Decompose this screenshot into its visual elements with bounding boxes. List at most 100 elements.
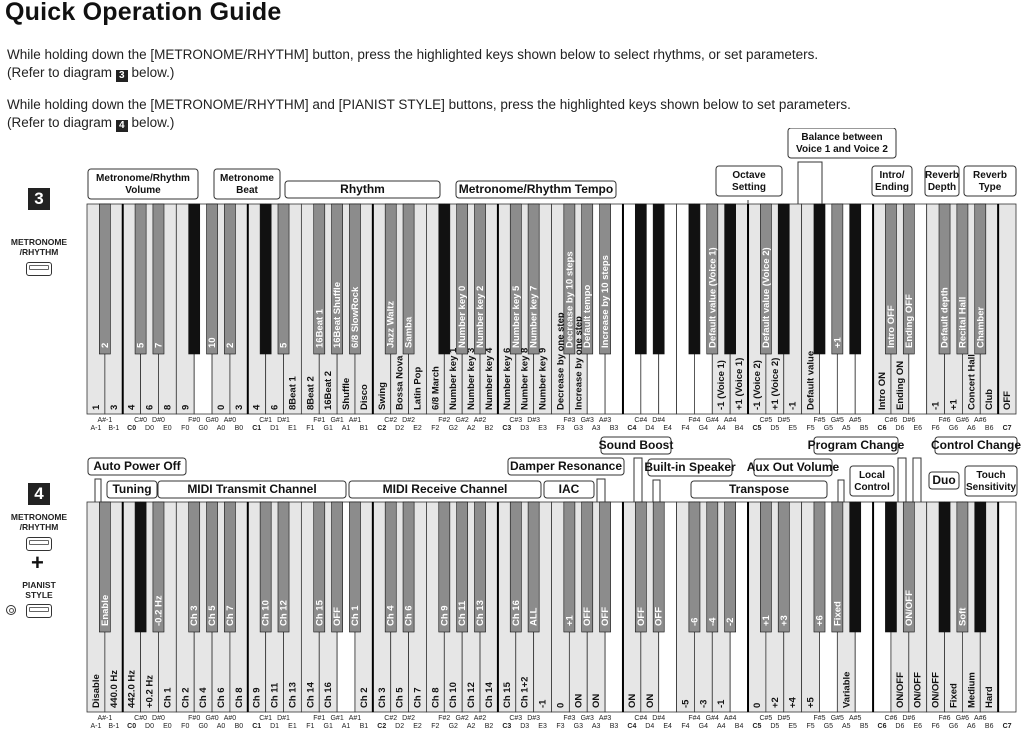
black-key	[581, 203, 594, 355]
black-key-value: Chamber	[975, 307, 986, 348]
black-key	[224, 501, 236, 633]
metronome-rhythm-button[interactable]	[26, 262, 52, 276]
category-text: Ending	[875, 182, 909, 193]
white-key-name: B3	[610, 723, 619, 730]
white-key-name: C2	[377, 723, 386, 730]
white-key-name: D5	[770, 723, 779, 730]
black-key-value: Ch 3	[189, 605, 200, 626]
black-key-name: D#4	[652, 417, 665, 424]
black-key-value: 6/8 SlowRock	[350, 286, 361, 348]
category-text: Metronome	[220, 173, 274, 184]
white-key-name: G0	[198, 425, 207, 432]
pianist-style-button[interactable]	[26, 604, 52, 618]
category-bracket	[596, 478, 606, 502]
white-key-name: A6	[967, 723, 976, 730]
white-key-name: D0	[145, 425, 154, 432]
white-key-name: C0	[127, 723, 136, 730]
white-key-value: -1 (Voice 2)	[752, 360, 763, 410]
category-label: Transpose	[690, 480, 828, 499]
intro-line: While holding down the [METRONOME/RHYTHM…	[7, 97, 851, 112]
category-text: Sensitivity	[966, 482, 1016, 493]
white-key-value: Ch 5	[395, 687, 406, 708]
black-key-name: D#5	[777, 417, 790, 424]
white-key-value: Ch 14	[305, 681, 316, 708]
white-key-value: Ch 8	[430, 687, 441, 708]
white-key-name: D3	[520, 425, 529, 432]
category-box	[284, 180, 441, 199]
white-key-value: Hard	[984, 686, 995, 708]
white-key-name: B5	[860, 723, 869, 730]
white-key-value: Ch 10	[448, 682, 459, 708]
category-box	[871, 165, 913, 197]
white-key-value: Ch 13	[287, 682, 298, 708]
white-key-value: ON	[591, 694, 602, 708]
black-key-name: F#6	[939, 417, 951, 424]
category-text: Reverb	[925, 170, 959, 181]
white-key-value: Number key 8	[520, 348, 531, 410]
diagram-3-badge: 3	[28, 188, 50, 210]
black-key-name: C#2	[384, 417, 397, 424]
white-key-name: B4	[735, 425, 744, 432]
white-key-value: Ch 4	[198, 687, 209, 708]
category-box	[157, 480, 347, 499]
white-key-value: -3	[698, 700, 709, 708]
black-key-name: D#0	[152, 417, 165, 424]
category-box	[928, 471, 960, 490]
black-key-value: Default value (Voice 1)	[707, 247, 718, 348]
white-key-name: G5	[824, 425, 833, 432]
white-key-value: -1	[538, 699, 549, 708]
white-key-name: F1	[306, 723, 314, 730]
black-key-name: D#2	[402, 417, 415, 424]
white-key-value: Ending ON	[895, 361, 906, 410]
black-key	[509, 501, 522, 633]
intro-paragraph-2: While holding down the [METRONOME/RHYTHM…	[7, 96, 851, 132]
black-key-name: G#6	[956, 417, 969, 424]
intro-ref-text: (Refer to diagram	[7, 65, 116, 80]
white-key-name: A5	[842, 425, 851, 432]
metronome-rhythm-button[interactable]	[26, 537, 52, 551]
black-key-value: 5	[136, 342, 147, 348]
white-key-value: Ch 12	[466, 682, 477, 708]
category-label: MIDI Receive Channel	[348, 480, 542, 499]
black-key-name: D#0	[152, 715, 165, 722]
white-key-value: 3	[234, 405, 245, 410]
white-key-value: 8	[162, 405, 173, 410]
black-key-name: C#5	[759, 417, 772, 424]
category-box	[87, 168, 199, 200]
black-key-value: OFF	[332, 607, 343, 626]
black-key-name: F#3	[563, 417, 575, 424]
white-key-name: D1	[270, 723, 279, 730]
white-key-name: C0	[127, 425, 136, 432]
white-key-name: B-1	[108, 723, 119, 730]
white-key-name: C6	[878, 425, 887, 432]
white-key-name: C6	[878, 723, 887, 730]
black-key	[956, 501, 969, 633]
category-label: Sound Boost	[599, 436, 673, 502]
black-key-name: C#3	[509, 417, 522, 424]
black-key	[885, 501, 897, 633]
black-key-value: 2	[225, 343, 236, 348]
category-box	[963, 165, 1017, 197]
black-key	[813, 203, 826, 355]
black-key-value: Number key 5	[511, 285, 522, 348]
black-key	[134, 203, 147, 355]
white-key-name: C5	[752, 723, 761, 730]
category-box	[647, 458, 733, 477]
black-key-value: -2	[725, 618, 736, 626]
white-key-name: E4	[663, 723, 672, 730]
black-key	[277, 203, 290, 355]
white-key-name: A5	[842, 723, 851, 730]
category-bracket	[912, 457, 922, 502]
white-key-value: Ch 14	[484, 681, 495, 708]
black-key-value: Increase by 10 steps	[600, 255, 611, 348]
category-text: Control Change	[931, 438, 1021, 452]
white-key-name: D6	[895, 723, 904, 730]
white-key-name: G6	[949, 425, 958, 432]
category-text: Program Change	[808, 438, 905, 452]
white-key-value: Number key 3	[466, 348, 477, 410]
black-key-value: +6	[814, 615, 825, 626]
black-key-value: Ch 15	[314, 599, 325, 626]
pianist-style-button-label: PIANIST STYLE	[22, 580, 56, 600]
white-key-name: G4	[699, 425, 708, 432]
black-key	[313, 203, 326, 355]
